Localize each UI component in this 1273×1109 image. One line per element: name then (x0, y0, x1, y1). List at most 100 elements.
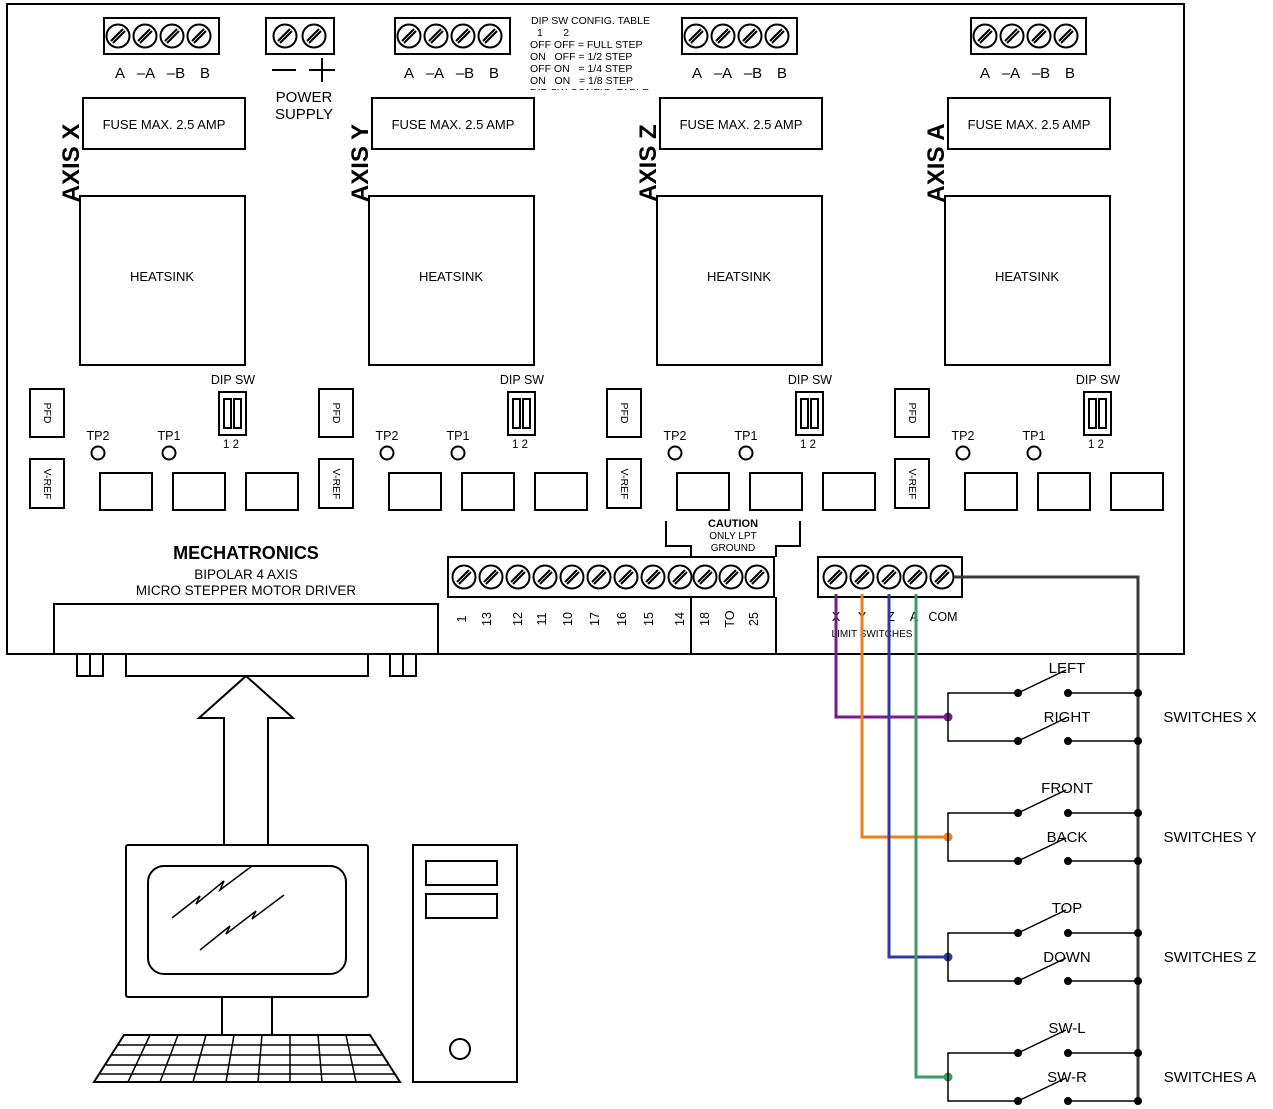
computer-icon (92, 844, 402, 1083)
terminal-x-label-nb: –B (167, 65, 185, 82)
com-junction (1134, 737, 1142, 745)
component-block-1 (388, 472, 442, 511)
dip-sw-label: DIP SW (1076, 373, 1120, 387)
fuse-box (82, 97, 246, 150)
component-block-2 (172, 472, 226, 511)
terminal-x-label-na: –A (137, 65, 155, 82)
pfd-label: PFD (618, 403, 630, 424)
component-block-2 (1037, 472, 1091, 511)
axis-label: AXIS X (58, 124, 85, 203)
tp1-label: TP1 (158, 429, 181, 443)
switch-group-3: SW-L SW-R SWITCHES A (947, 1020, 1257, 1105)
switch-lever (1017, 669, 1067, 694)
brand-title: MECHATRONICS (173, 543, 319, 563)
terminal-a-label-b: B (1065, 65, 1075, 82)
terminal-a-label-nb: –B (1032, 65, 1050, 82)
dip-sw-label: DIP SW (788, 373, 832, 387)
tp2-point (667, 445, 683, 461)
dip-table-row-2: ON OFF = 1/2 STEP (530, 51, 632, 63)
switch-lever (1017, 717, 1067, 742)
terminal-y-label-a: A (404, 65, 414, 82)
limit-wire-2 (887, 594, 948, 959)
component-block-3 (534, 472, 588, 511)
pfd-label: PFD (906, 403, 918, 424)
terminal-z-label-b: B (777, 65, 787, 82)
lpt-pin-label: 12 (511, 612, 525, 626)
component-block-3 (245, 472, 299, 511)
component-block-1 (676, 472, 730, 511)
com-junction (1134, 689, 1142, 697)
switch-lever (1017, 909, 1067, 934)
switch-label-bottom: SW-R (1047, 1069, 1087, 1086)
vref-pot (894, 458, 930, 509)
dip-table-row-1: OFF OFF = FULL STEP (530, 39, 643, 51)
dip-sw-label: DIP SW (211, 373, 255, 387)
component-block-1 (964, 472, 1018, 511)
tp1-label: TP1 (1023, 429, 1046, 443)
dip-sw-numbers: 1 2 (223, 439, 239, 451)
terminal-a-label-na: –A (1002, 65, 1020, 82)
tower-icon (412, 844, 518, 1083)
tp2-point (90, 445, 106, 461)
lpt-terminal (447, 556, 775, 598)
limit-label-a: A (910, 610, 919, 624)
terminal-z-label-a: A (692, 65, 702, 82)
switch-lever (1017, 1077, 1067, 1102)
pfd-label: PFD (330, 403, 342, 424)
tp1-label: TP1 (447, 429, 470, 443)
lpt-pin-label: 11 (535, 612, 549, 625)
vref-pot (318, 458, 354, 509)
dip-sw-numbers: 1 2 (512, 439, 528, 451)
terminal-x-label-b: B (200, 65, 210, 82)
caution-bracket-left (665, 521, 692, 557)
switch-label-bottom: BACK (1047, 829, 1088, 846)
fuse-label: FUSE MAX. 2.5 AMP (392, 117, 515, 132)
heatsink (944, 195, 1111, 366)
switch-lever (1017, 1029, 1067, 1054)
port-plug (125, 653, 369, 677)
tp2-label: TP2 (87, 429, 110, 443)
power-supply-label-2: SUPPLY (275, 106, 333, 123)
tp1-point (450, 445, 466, 461)
switch-group-label: SWITCHES Z (1164, 949, 1257, 966)
component-block-2 (461, 472, 515, 511)
dip-table-row-3: OFF ON = 1/4 STEP (530, 63, 632, 75)
component-block-1 (99, 472, 153, 511)
limit-label-z: Z (887, 610, 895, 624)
fuse-label: FUSE MAX. 2.5 AMP (680, 117, 803, 132)
limit-wire-0 (834, 594, 948, 719)
vref-pot (606, 458, 642, 509)
caution-line-2: GROUND (711, 543, 755, 554)
motor-terminal-z (681, 17, 798, 55)
dip-table-mask (520, 90, 650, 100)
heatsink (368, 195, 535, 366)
switch-label-top: SW-L (1048, 1020, 1085, 1037)
terminal-z-label-na: –A (714, 65, 732, 82)
pfd-label: PFD (41, 403, 53, 424)
vref-label: V-REF (330, 469, 342, 500)
switch-lever (1017, 957, 1067, 982)
terminal-a-label-a: A (980, 65, 990, 82)
pfd-pot (318, 388, 354, 438)
lpt-pin-label: 25 (747, 612, 761, 626)
com-junction (1134, 857, 1142, 865)
tp2-label: TP2 (376, 429, 399, 443)
fuse-label: FUSE MAX. 2.5 AMP (968, 117, 1091, 132)
dip-table-header: 1 2 (537, 27, 569, 39)
terminal-y-label-b: B (489, 65, 499, 82)
com-junction (1134, 929, 1142, 937)
lpt-pin-label: 15 (642, 612, 656, 626)
axis-label: AXIS Z (635, 124, 662, 201)
switch-group-label: SWITCHES A (1164, 1069, 1257, 1086)
limit-caption: LIMIT SWITCHES (832, 629, 913, 640)
tp2-point (955, 445, 971, 461)
com-junction (1134, 1049, 1142, 1057)
heatsink (656, 195, 823, 366)
com-junction (1134, 1097, 1142, 1105)
dip-table-title: DIP SW CONFIG. TABLE (531, 15, 650, 27)
vref-label: V-REF (618, 469, 630, 500)
lpt-pin-label: TO (723, 610, 737, 627)
